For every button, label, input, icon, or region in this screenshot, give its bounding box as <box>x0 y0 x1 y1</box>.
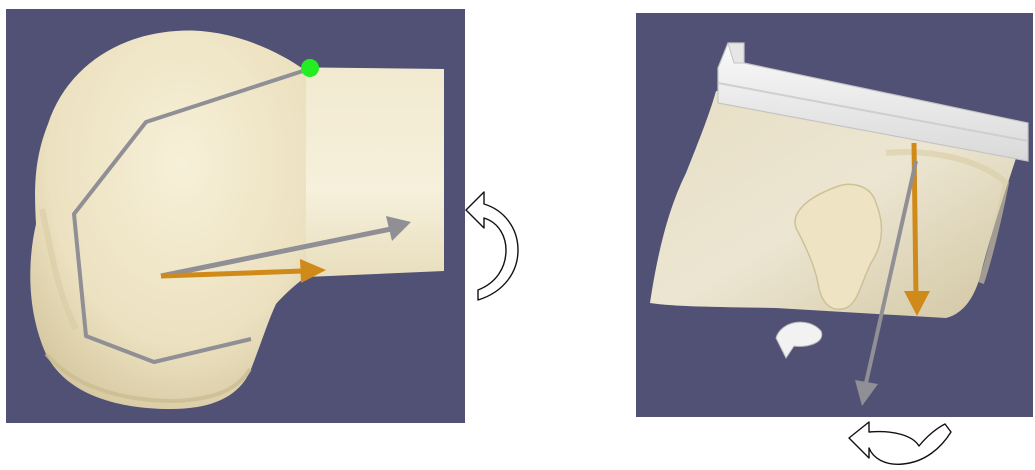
femur-view-canvas <box>6 9 465 423</box>
femur-view-panel <box>6 9 465 423</box>
tibia-view-canvas <box>636 13 1033 417</box>
rotation-arrow-horizontal <box>845 418 955 468</box>
green-landmark-point <box>301 59 319 77</box>
tibia-view-panel <box>636 13 1033 417</box>
rotation-arrow-vertical <box>462 188 522 303</box>
